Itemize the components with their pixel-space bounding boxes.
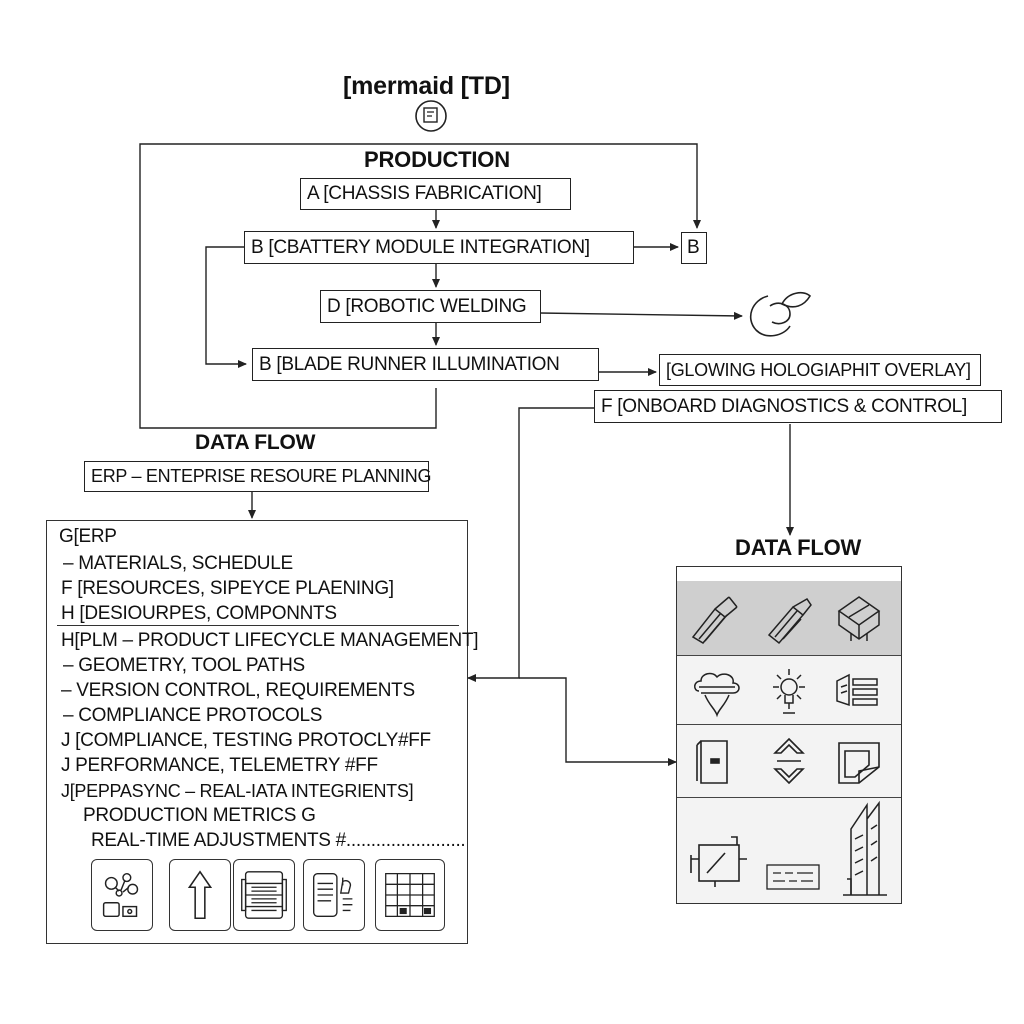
card-list-icon [827, 661, 887, 721]
panel-line-12: REAL-TIME ADJUSTMENTS #.................… [91, 830, 466, 851]
robot-arm-icon [685, 589, 745, 649]
production-label: PRODUCTION [364, 147, 510, 172]
node-erp: ERP – ENTEPRISE RESOURE PLANNING [84, 461, 431, 492]
node-b-side: B [681, 232, 707, 264]
up-arrow-icon [169, 859, 231, 931]
molecule-gear-icon [91, 859, 153, 931]
machine-icon [681, 829, 753, 895]
node-b-battery-module: B [CBATTERY MODULE INTEGRATION] [244, 231, 634, 264]
f-to-grid-connector [519, 677, 677, 766]
panel-line-2: F [RESOURCES, SIPEYCE PLAENING] [61, 578, 394, 599]
sync-arrows-icon [759, 731, 819, 791]
panel-line-6: – VERSION CONTROL, REQUIREMENTS [61, 680, 415, 701]
erp-plm-panel: G[ERP – MATERIALS, SCHEDULE F [RESOURCES… [46, 520, 478, 944]
panel-line-7: – COMPLIANCE PROTOCOLS [63, 705, 323, 726]
panel-line-8: J [COMPLIANCE, TESTING PROTOCLY#FF [61, 730, 431, 751]
panel-line-4: H[PLM – PRODUCT LIFECYCLE MANAGEMENT] [61, 630, 479, 651]
phone-hand-icon [303, 859, 365, 931]
building-icon [837, 799, 893, 899]
cloud-drop-icon [687, 661, 747, 721]
data-flow-right-label: DATA FLOW [735, 535, 862, 560]
node-f-onboard-diagnostics: F [ONBOARD DIAGNOSTICS & CONTROL] [594, 390, 1002, 423]
panel-line-9: J PERFORMANCE, TELEMETRY #FF [61, 755, 378, 776]
grid-table-icon [375, 859, 445, 931]
panel-line-11: PRODUCTION METRICS G [83, 805, 316, 826]
node-hologram-overlay: [GLOWING HOLOGIAPHIT OVERLAY] [659, 354, 981, 386]
panel-line-3: H [DESIOURPES, COMPONNTS [61, 603, 337, 624]
grid-row-2 [677, 724, 901, 725]
icon-grid-panel [676, 566, 902, 904]
data-flow-left-label: DATA FLOW [195, 431, 316, 454]
side-loop-connector [205, 246, 247, 368]
loop-connector [139, 143, 701, 429]
grid-top-strip [677, 567, 901, 582]
server-rack-icon [233, 859, 295, 931]
folded-panel-icon [829, 731, 889, 791]
sun-bulb-icon [759, 661, 819, 721]
f-to-panel-connector [467, 407, 594, 682]
node-a-chassis-fabrication: A [CHASSIS FABRICATION] [300, 178, 571, 210]
emblem-icon [749, 291, 812, 337]
grid-row-1 [677, 581, 901, 656]
door-panel-icon [687, 731, 747, 791]
node-b-blade-runner: B [BLADE RUNNER ILLUMINATION [252, 348, 599, 381]
panel-line-1: – MATERIALS, SCHEDULE [63, 553, 293, 574]
panel-divider [57, 625, 459, 626]
text-block-icon [763, 857, 823, 897]
diagram-header: [mermaid [TD] [343, 72, 510, 100]
node-d-robotic-welding: D [ROBOTIC WELDING [320, 290, 541, 323]
grid-row-3 [677, 797, 901, 798]
panel-line-0: G[ERP [59, 526, 117, 547]
panel-line-5: – GEOMETRY, TOOL PATHS [63, 655, 305, 676]
d-to-emblem-arrow [539, 311, 743, 320]
panel-line-10: J[PEPPASYNC – REAL-IATA INTEGRIENTS] [61, 781, 414, 801]
welding-torch-icon [759, 589, 819, 649]
header-node-icon [415, 100, 447, 132]
cube-stack-icon [829, 589, 889, 649]
